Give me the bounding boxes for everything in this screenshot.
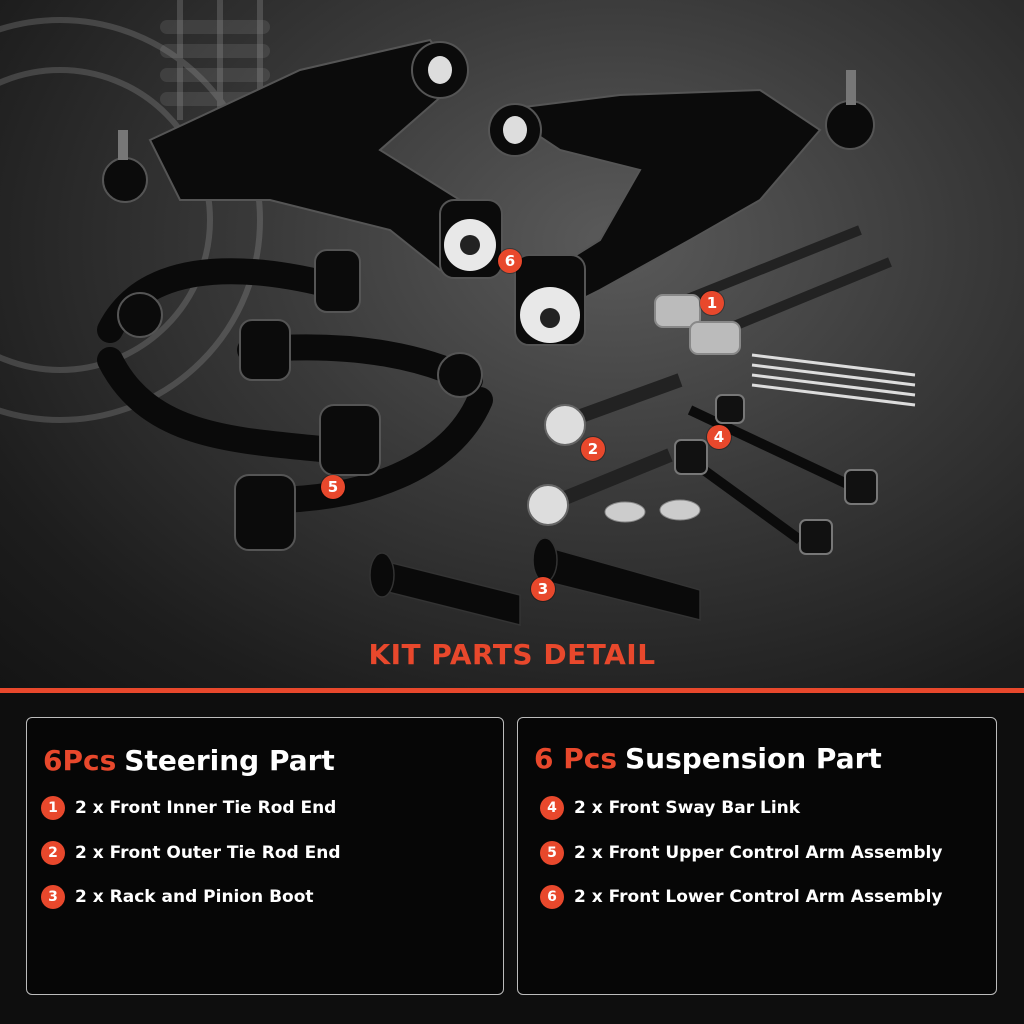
item-text: 2 x Rack and Pinion Boot [75, 887, 314, 907]
upper-control-arms [97, 258, 493, 513]
lower-control-arm-right [488, 70, 875, 346]
item-text: 2 x Front Outer Tie Rod End [75, 843, 341, 863]
item-text: 2 x Front Sway Bar Link [574, 798, 801, 818]
list-item: 6 2 x Front Lower Control Arm Assembly [540, 884, 943, 910]
item-text: 2 x Front Lower Control Arm Assembly [574, 887, 943, 907]
suspension-title-text: Suspension Part [625, 742, 882, 775]
item-number-badge: 2 [41, 841, 65, 865]
outer-tie-rods [527, 373, 683, 526]
section-title: KIT PARTS DETAIL [368, 638, 656, 671]
callout-6: 6 [498, 249, 522, 273]
rack-and-pinion-boots [369, 537, 701, 626]
callout-2: 2 [581, 437, 605, 461]
list-item: 1 2 x Front Inner Tie Rod End [41, 795, 336, 821]
inner-tie-rods [654, 225, 892, 355]
callout-4: 4 [707, 425, 731, 449]
item-number-badge: 4 [540, 796, 564, 820]
list-item: 5 2 x Front Upper Control Arm Assembly [540, 840, 942, 866]
washers [604, 499, 701, 523]
callout-5: 5 [321, 475, 345, 499]
callout-3: 3 [531, 577, 555, 601]
suspension-count: 6 Pcs [534, 742, 618, 775]
item-number-badge: 3 [41, 885, 65, 909]
item-number-badge: 5 [540, 841, 564, 865]
accent-divider [0, 688, 1024, 693]
parts-illustration [0, 0, 916, 626]
list-item: 2 2 x Front Outer Tie Rod End [41, 840, 341, 866]
list-item: 4 2 x Front Sway Bar Link [540, 795, 800, 821]
steering-count: 6Pcs [43, 744, 117, 777]
item-text: 2 x Front Inner Tie Rod End [75, 798, 337, 818]
zip-ties [751, 353, 916, 407]
sway-bar-links [687, 405, 863, 545]
item-text: 2 x Front Upper Control Arm Assembly [574, 843, 943, 863]
item-number-badge: 6 [540, 885, 564, 909]
lower-control-arm-left [102, 38, 503, 279]
item-number-badge: 1 [41, 796, 65, 820]
product-hero-image: 1 2 3 4 5 6 [0, 0, 1024, 690]
list-item: 3 2 x Rack and Pinion Boot [41, 884, 314, 910]
steering-title-text: Steering Part [124, 744, 335, 777]
callout-1: 1 [700, 291, 724, 315]
